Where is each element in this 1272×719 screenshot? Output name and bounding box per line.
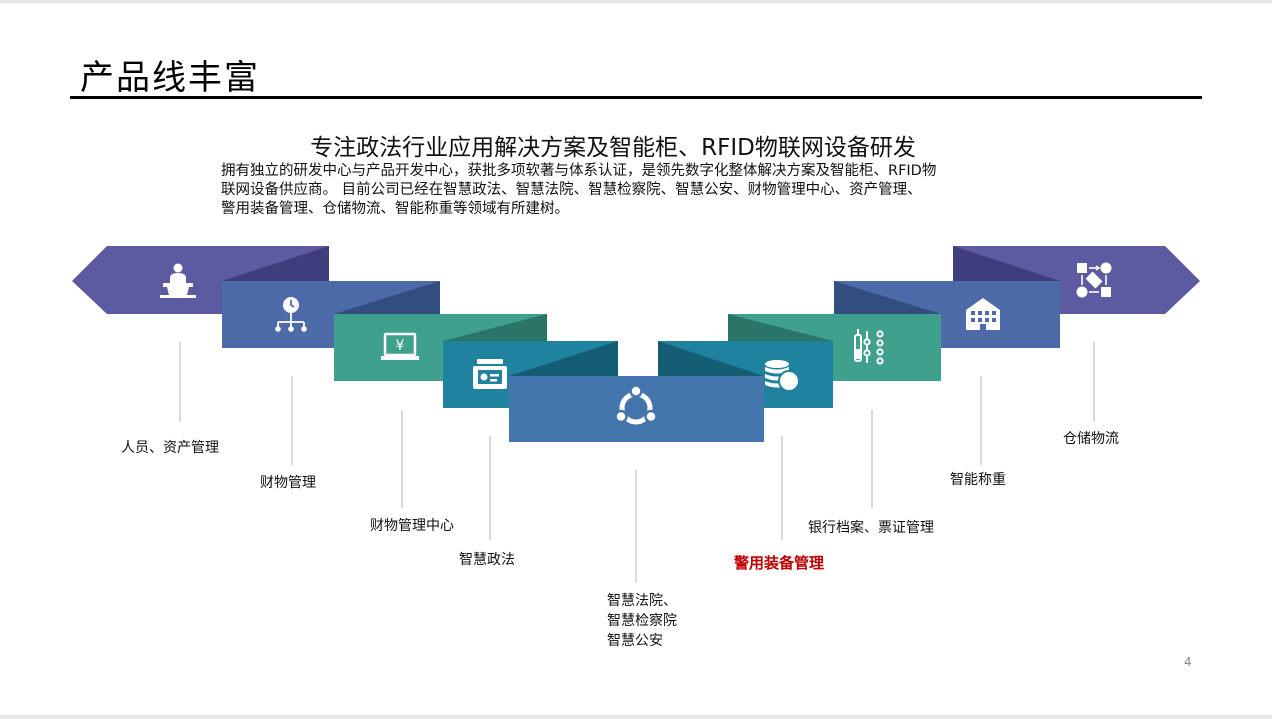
label-finance: 财物管理 — [260, 475, 316, 491]
ribbon-fold-weighing — [834, 281, 941, 314]
ribbon-fold-bank — [728, 314, 833, 341]
label-court-line: 智慧法院、 — [607, 593, 677, 609]
ribbon-fold-finance-center — [443, 314, 547, 341]
ribbon-fold-smart-law — [509, 341, 618, 376]
coin-stack-icon — [765, 360, 800, 392]
ribbon-fold-warehouse — [953, 246, 1060, 281]
ribbon-fold-police-equipment — [658, 341, 764, 376]
yen-laptop-icon: ¥ — [381, 332, 419, 360]
ribbon-fold-finance — [334, 281, 440, 314]
ribbon-fold-personnel — [222, 246, 329, 281]
label-personnel: 人员、资产管理 — [121, 440, 219, 456]
label-bank: 银行档案、票证管理 — [808, 520, 934, 536]
description: 拥有独立的研发中心与产品开发中心，获批多项软著与体系认证，是领先数字化整体解决方… — [221, 162, 1021, 219]
page-number: 4 — [1184, 655, 1192, 669]
ubuntu-circle-icon — [614, 384, 658, 425]
description-line: 拥有独立的研发中心与产品开发中心，获批多项软著与体系认证，是领先数字化整体解决方… — [221, 163, 937, 179]
description-line: 联网设备供应商。 目前公司已经在智慧政法、智慧法院、智慧检察院、智慧公安、财物管… — [221, 182, 922, 198]
label-court-line: 智慧公安 — [607, 633, 663, 649]
description-line: 警用装备管理、仓储物流、智能称重等领域有所建树。 — [221, 201, 569, 217]
label-finance-center: 财物管理中心 — [370, 518, 454, 534]
slide-title: 产品线丰富 — [80, 58, 260, 98]
label-smart-law: 智慧政法 — [459, 552, 515, 568]
connector-lines — [179, 342, 1095, 583]
clock-network-icon — [275, 297, 307, 332]
title-underline — [70, 96, 1202, 99]
label-court-line: 智慧检察院 — [607, 613, 677, 629]
label-weighing: 智能称重 — [950, 472, 1006, 488]
sliders-icon — [854, 329, 884, 365]
label-court: 智慧法院、 智慧检察院 智慧公安 — [607, 591, 677, 651]
svg-text:¥: ¥ — [396, 338, 405, 354]
id-card-icon — [473, 359, 507, 389]
building-icon — [966, 298, 1000, 330]
label-police-equipment: 警用装备管理 — [734, 554, 825, 572]
bottom-border — [0, 715, 1272, 719]
slide-subtitle: 专注政法行业应用解决方案及智能柜、RFID物联网设备研发 — [310, 135, 916, 161]
speaker-podium-icon — [160, 263, 196, 298]
label-warehouse: 仓储物流 — [1063, 431, 1119, 447]
workflow-icon — [1076, 262, 1112, 298]
top-border — [0, 0, 1272, 3]
